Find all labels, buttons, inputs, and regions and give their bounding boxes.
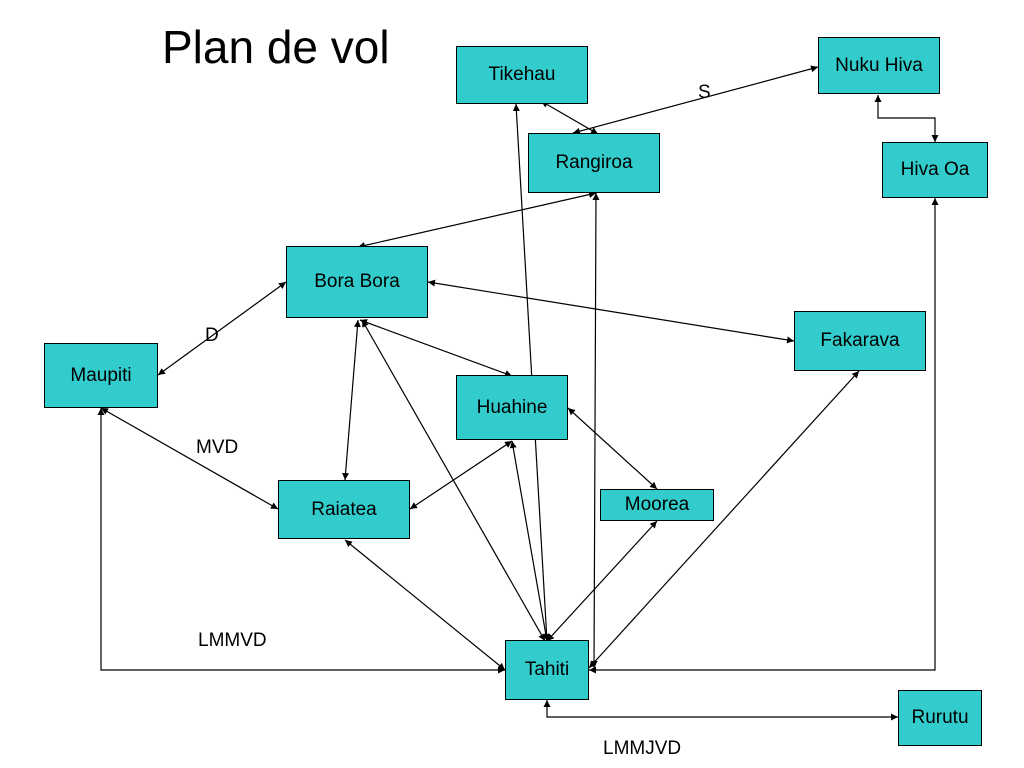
node-maupiti: Maupiti	[44, 343, 158, 408]
node-huahine: Huahine	[456, 375, 568, 440]
route-rangiroa-tahiti	[590, 192, 600, 669]
label-d: D	[205, 325, 219, 346]
node-bora-bora: Bora Bora	[286, 246, 428, 318]
node-rangiroa: Rangiroa	[528, 133, 660, 193]
label-mvd: MVD	[196, 437, 239, 458]
node-raiatea: Raiatea	[278, 480, 410, 539]
route-rangiroa-nuku-hiva	[572, 65, 819, 135]
route-bora-bora-fakarava	[427, 279, 795, 344]
route-maupiti-tahiti	[97, 408, 505, 674]
route-tikehau-tahiti	[512, 103, 551, 642]
node-hiva-oa: Hiva Oa	[882, 142, 988, 198]
node-tahiti: Tahiti	[505, 640, 589, 700]
route-huahine-moorea	[567, 407, 658, 490]
route-bora-bora-raiatea	[342, 319, 361, 481]
route-hiva-oa-tahiti	[589, 198, 939, 674]
node-nuku-hiva: Nuku Hiva	[818, 37, 940, 94]
route-rangiroa-bora-bora	[357, 191, 597, 249]
label-lmmjvd: LMMJVD	[603, 738, 682, 759]
route-raiatea-tahiti	[344, 539, 506, 671]
label-s: S	[698, 82, 711, 103]
route-nuku-hiva-hiva-oa	[874, 95, 939, 142]
page-title: Plan de vol	[162, 21, 390, 73]
label-lmmvd: LMMVD	[198, 630, 267, 651]
route-huahine-raiatea	[409, 440, 513, 510]
route-bora-bora-maupiti	[157, 281, 287, 376]
route-moorea-tahiti	[546, 520, 658, 642]
route-bora-bora-huahine	[359, 319, 513, 377]
node-tikehau: Tikehau	[456, 46, 588, 104]
node-rurutu: Rurutu	[898, 690, 982, 746]
route-tahiti-rurutu	[543, 700, 898, 721]
node-moorea: Moorea	[600, 489, 714, 521]
node-fakarava: Fakarava	[794, 311, 926, 371]
route-maupiti-raiatea	[100, 407, 279, 510]
